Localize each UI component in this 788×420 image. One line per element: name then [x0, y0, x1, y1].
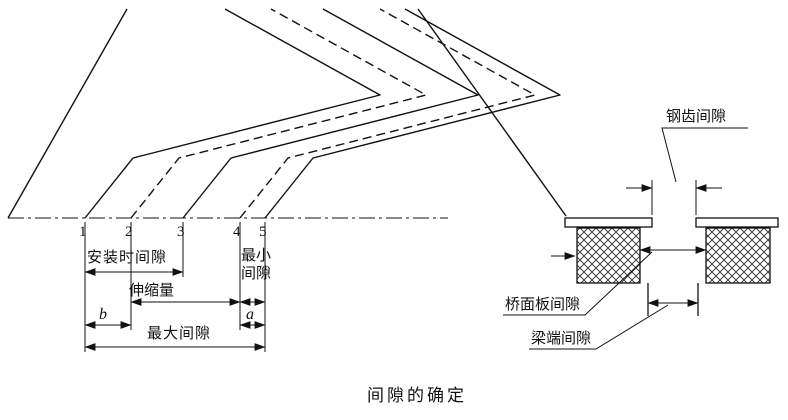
position-label-4: 4 — [233, 224, 241, 240]
beam-end-gap-label: 梁端间隙 — [531, 331, 592, 347]
right-steel-plate — [695, 217, 779, 228]
section-view — [564, 217, 779, 316]
deck-slab-gap-label: 桥面板间隙 — [505, 297, 581, 313]
section-view-dimensions — [503, 127, 748, 350]
edge-position-3 — [182, 8, 479, 219]
max-gap-label: 最大间隙 — [147, 326, 212, 342]
plan-view-dimensions — [84, 222, 266, 352]
position-label-5: 5 — [259, 224, 267, 240]
position-label-1: 1 — [79, 224, 87, 240]
edge-position-2 — [130, 8, 427, 219]
right-deck-slab — [705, 227, 771, 284]
edge-position-4 — [239, 8, 536, 219]
symbol-a-label: a — [246, 306, 254, 323]
edge-position-5 — [264, 8, 561, 219]
install-gap-label: 安装时间隙 — [87, 250, 168, 266]
steel-tooth-gap-label: 钢齿间隙 — [666, 109, 727, 125]
plan-view — [7, 8, 567, 219]
figure-caption: 间隙的确定 — [367, 386, 467, 405]
position-label-3: 3 — [177, 224, 185, 240]
left-boundary-line — [7, 8, 128, 219]
deck-gap-leader — [503, 251, 653, 316]
edge-position-1 — [84, 8, 381, 219]
symbol-b-label: b — [99, 306, 107, 323]
left-deck-slab — [576, 227, 641, 284]
min-gap-label: 最小间隙 — [241, 248, 272, 282]
beam-gap-leader — [529, 304, 669, 350]
position-label-2: 2 — [125, 224, 133, 240]
steel-tooth-leader — [661, 127, 748, 183]
left-steel-plate — [564, 217, 653, 228]
expansion-label: 伸缩量 — [129, 283, 175, 299]
